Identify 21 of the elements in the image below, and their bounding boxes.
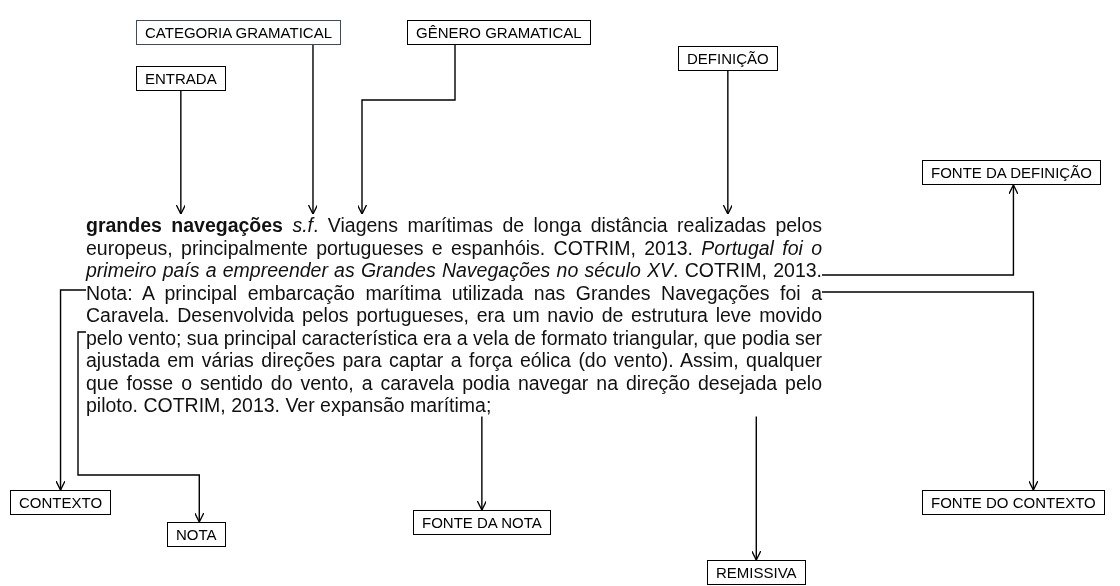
label-box: CONTEXTO — [10, 490, 112, 515]
label-box: ENTRADA — [136, 66, 226, 91]
label-box: FONTE DA DEFINIÇÃO — [922, 160, 1101, 185]
label-box: GÊNERO GRAMATICAL — [407, 20, 591, 45]
leader-arrow — [175, 90, 186, 215]
label-box: FONTE DA NOTA — [413, 510, 551, 535]
leader-arrow — [55, 289, 87, 491]
leader-arrow — [77, 331, 205, 523]
label-box: FONTE DO CONTEXTO — [922, 490, 1105, 515]
leader-arrow — [307, 44, 319, 215]
leader-arrow — [821, 184, 1019, 276]
label-box: NOTA — [167, 522, 226, 547]
leader-arrow — [751, 415, 762, 561]
leader-arrow — [821, 291, 1039, 491]
leader-arrow — [722, 70, 733, 215]
leader-arrow — [356, 44, 456, 215]
entry-paragraph: grandes navegações s.f. Viagens marítimas de longa distância realizadas pelos europeus, principalmente portugueses e espanhóis. COTRIM, 2013. Portugal foi o primeiro país a empreender as Grandes Navegações no século XV. COTRIM, 2013. Nota: A principal embarcação marítima utilizada nas Grandes Navegações foi a Caravela. Desenvolvida pelos portugueses, era um navio de estrutura leve movido pelo vento; sua principal característica era a vela de formato triangular, que podia ser ajustada em várias direções para captar a força eólica (do vento). Assim, qualquer que fosse o sentido do vento, a caravela podia navegar na direção desejada pelo piloto. COTRIM, 2013. Ver expansão marítima; — [86, 214, 822, 417]
label-box: REMISSIVA — [707, 560, 806, 585]
leader-arrow — [476, 415, 488, 511]
label-box: DEFINIÇÃO — [678, 46, 778, 71]
label-box: CATEGORIA GRAMATICAL — [136, 20, 341, 45]
